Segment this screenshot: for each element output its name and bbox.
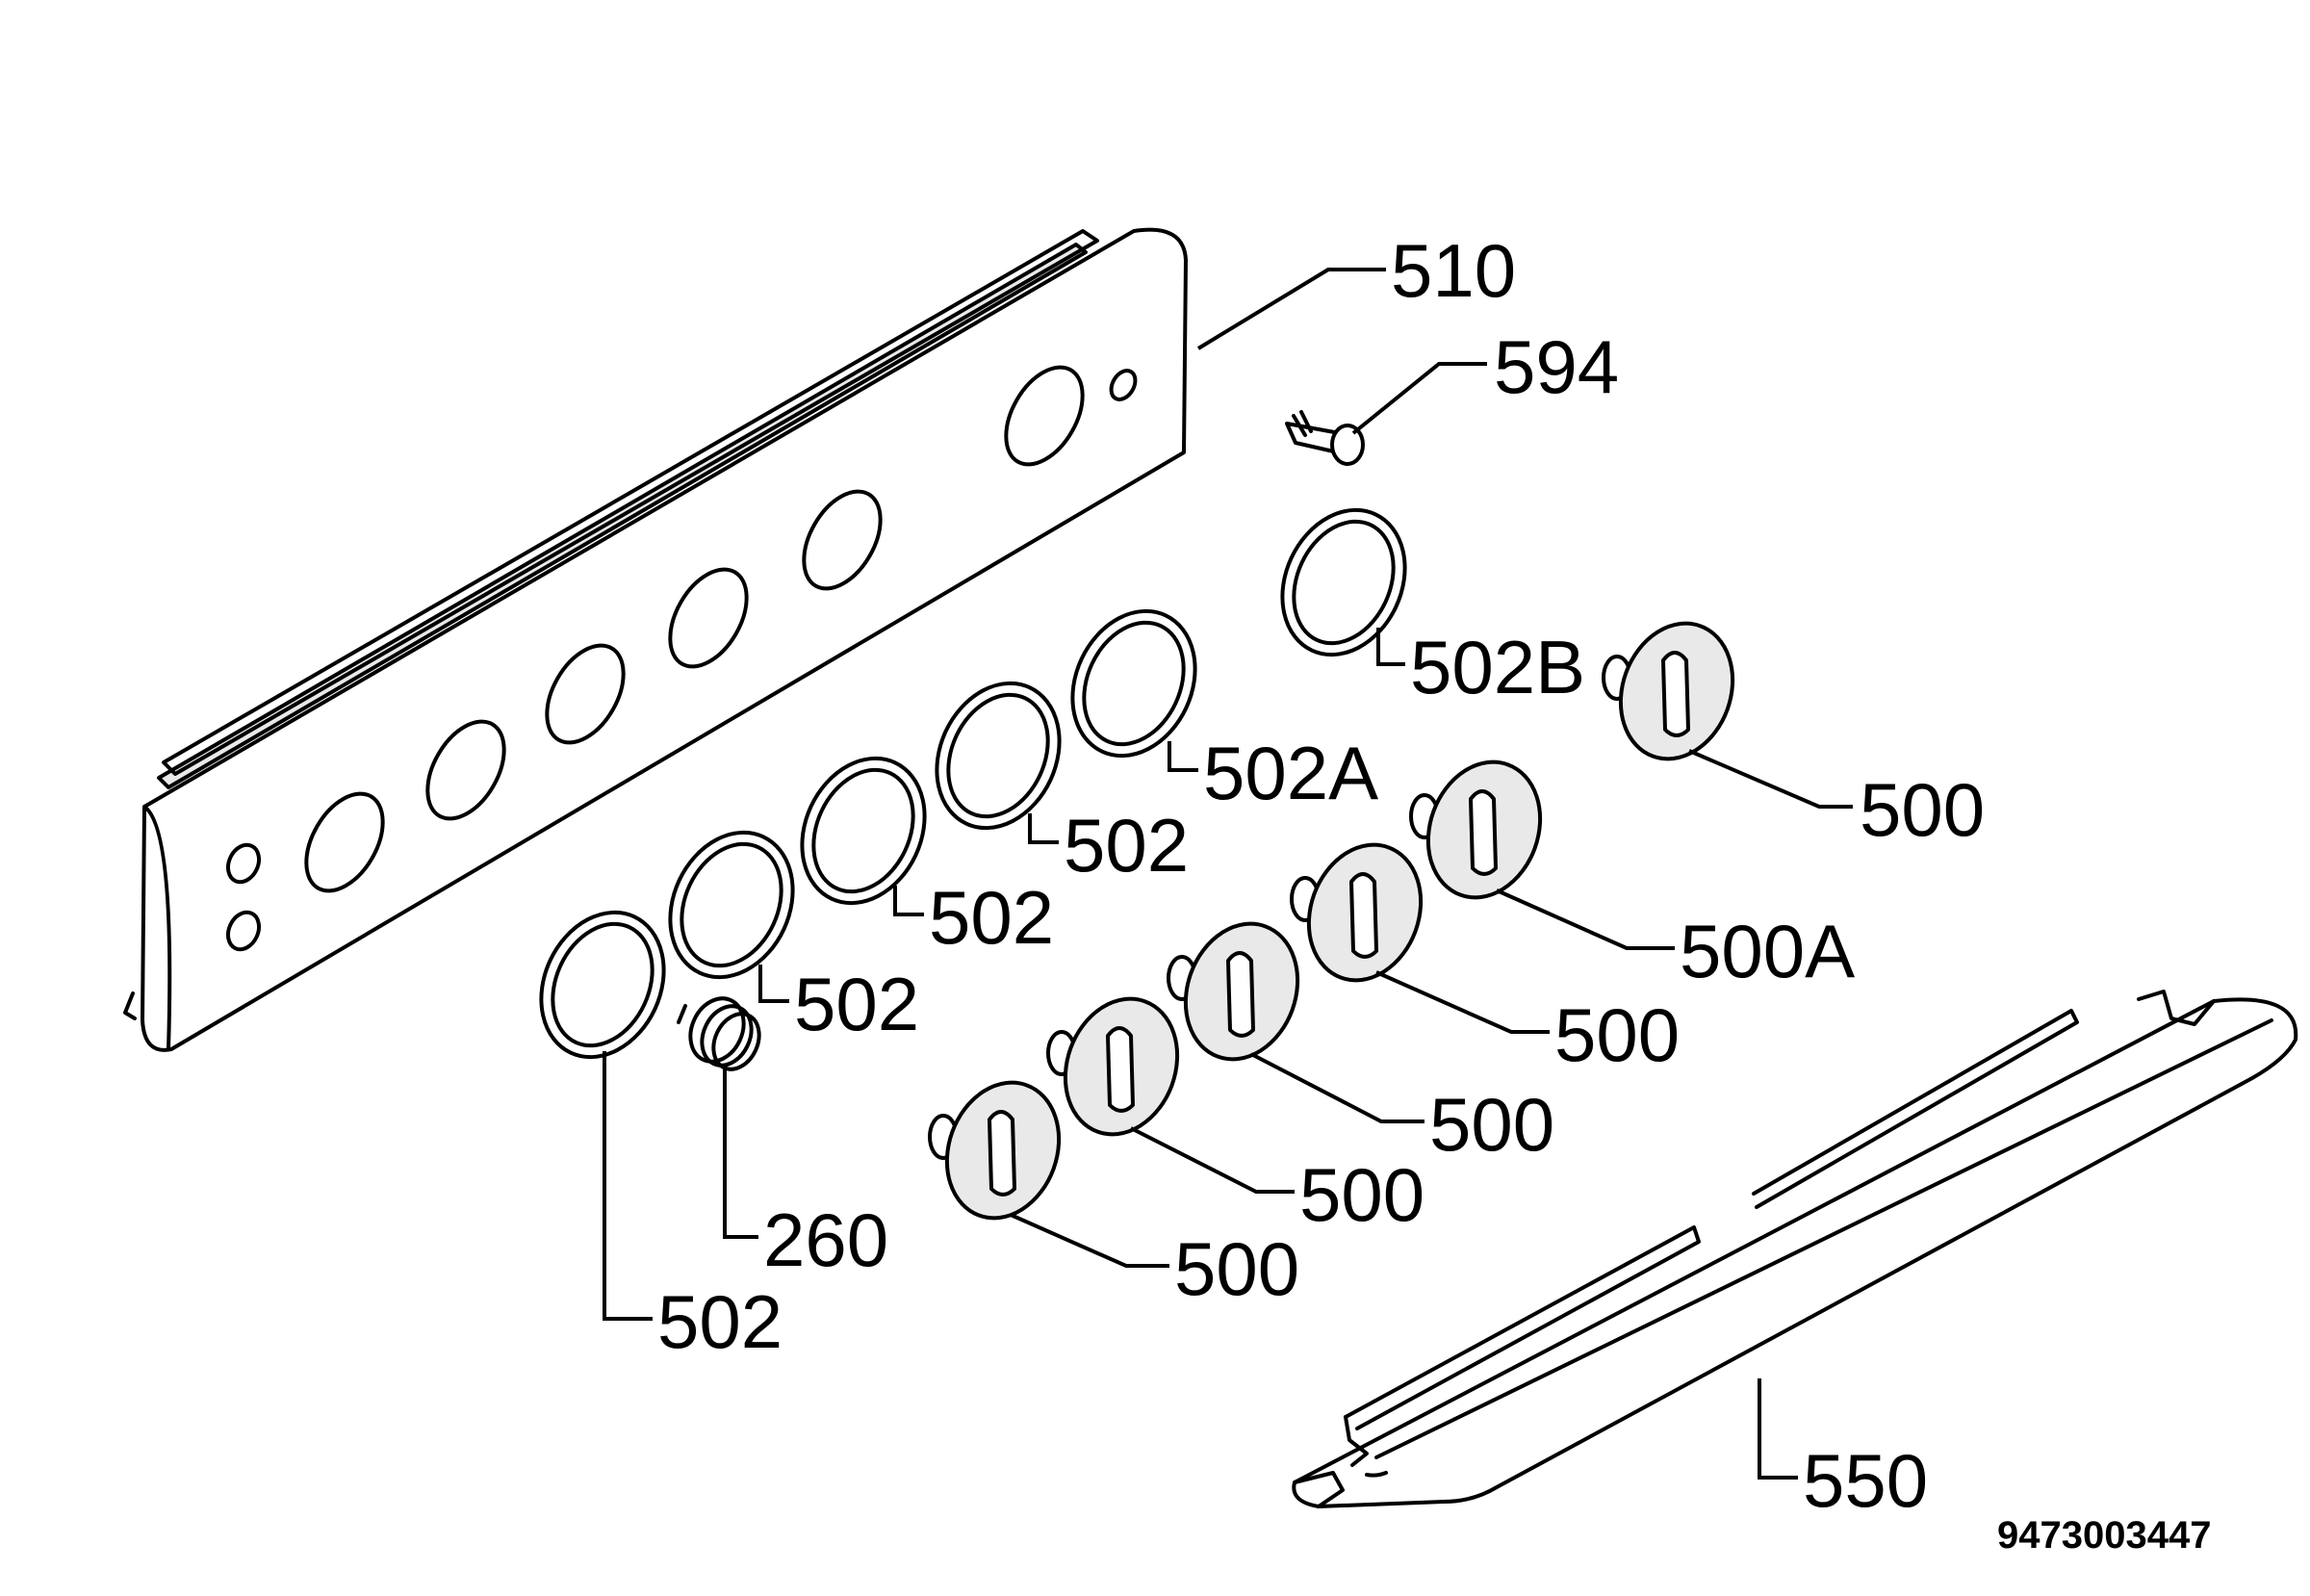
knob-500a [1409, 759, 1543, 900]
label-500-4: 500 [1429, 1082, 1554, 1167]
label-500-3: 500 [1299, 1152, 1424, 1237]
label-502b: 502B [1410, 625, 1585, 709]
bezel-ring-502b [1280, 507, 1407, 657]
bezel-ring-3 [800, 756, 927, 906]
indicator-lamp [1285, 410, 1365, 466]
label-500a: 500A [1680, 909, 1855, 993]
knob-2 [928, 1080, 1062, 1221]
knob-right [1602, 621, 1735, 761]
control-panel [123, 227, 1188, 1052]
bezel-ring-1 [539, 910, 666, 1060]
drawing-number: 9473003447 [1997, 1514, 2211, 1557]
label-502-2: 502 [794, 962, 919, 1046]
bezel-ring-2 [668, 830, 795, 980]
label-502a: 502A [1203, 731, 1378, 815]
label-550: 550 [1803, 1438, 1928, 1523]
trim-strip [1292, 990, 2298, 1508]
label-500-2: 500 [1174, 1226, 1299, 1311]
bezel-ring-4 [935, 681, 1062, 831]
label-260: 260 [763, 1197, 888, 1282]
knob-5 [1290, 842, 1424, 983]
leader-lines [603, 268, 1853, 1480]
label-502-1: 502 [657, 1279, 783, 1364]
spring [677, 996, 761, 1071]
label-594: 594 [1494, 324, 1619, 409]
callout-labels: 510 594 502B 502A 502 502 502 502 260 50… [657, 228, 2211, 1557]
label-510: 510 [1391, 228, 1516, 313]
knob-3 [1046, 996, 1180, 1137]
bezel-ring-502a [1070, 608, 1197, 759]
label-500-5: 500 [1554, 992, 1680, 1077]
label-502-3: 502 [929, 875, 1054, 960]
knob-4 [1167, 921, 1300, 1062]
label-500-right: 500 [1860, 767, 1985, 852]
label-502-4: 502 [1064, 803, 1189, 888]
